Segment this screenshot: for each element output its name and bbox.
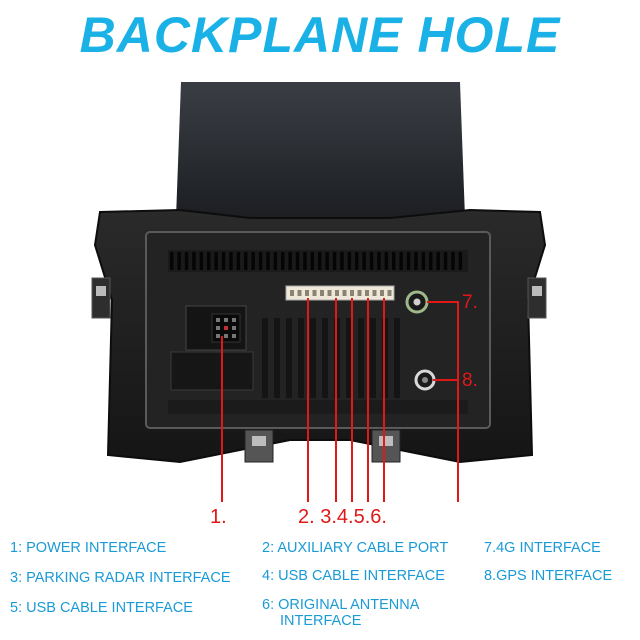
heat-sink-fin	[369, 252, 374, 270]
callout-number-1: 1.	[210, 506, 227, 528]
heat-sink-fin	[177, 252, 181, 270]
heat-sink-fin	[458, 252, 463, 270]
power-pin	[224, 326, 228, 330]
power-pin	[224, 334, 228, 338]
heat-sink-fin	[251, 252, 255, 270]
power-pin	[232, 326, 236, 330]
legend-item-8: 8.GPS INTERFACE	[484, 568, 613, 584]
callout-number-group: 2. 3.4.5.6.	[298, 506, 387, 528]
heat-sink-fin	[199, 252, 204, 270]
heat-sink-fin	[377, 252, 381, 270]
strip-pin	[335, 290, 339, 296]
plate-lower-bar	[168, 400, 468, 414]
callout-number-7: 7.	[462, 292, 478, 313]
plate-rib	[310, 318, 316, 398]
power-pin	[232, 334, 236, 338]
heat-sink-fin	[414, 252, 418, 270]
heat-sink-fin	[384, 252, 389, 270]
strip-pin	[380, 290, 384, 296]
heat-sink-fin	[184, 252, 189, 270]
heat-sink-fin	[214, 252, 218, 270]
plate-rib	[394, 318, 400, 398]
legend-item-6-line1: 6: ORIGINAL ANTENNA	[262, 597, 420, 613]
strip-pin	[290, 290, 294, 296]
legend-item-3: 3: PARKING RADAR INTERFACE	[10, 570, 231, 586]
heat-sink-fin	[399, 252, 403, 270]
strip-pin	[305, 290, 309, 296]
strip-pin	[320, 290, 324, 296]
legend-item-5: 5: USB CABLE INTERFACE	[10, 600, 193, 616]
right-bracket	[527, 277, 547, 319]
power-pin	[216, 326, 220, 330]
heat-sink-fin	[229, 252, 233, 270]
heat-sink-fin	[332, 252, 337, 270]
callout-number-8: 8.	[462, 370, 478, 391]
heat-sink-fin	[221, 252, 226, 270]
heat-sink-fin	[406, 252, 411, 270]
strip-pin	[297, 290, 302, 296]
heat-sink-fin	[355, 252, 359, 270]
strip-pin	[327, 290, 332, 296]
power-pin	[216, 318, 220, 322]
strip-pin	[342, 290, 347, 296]
plate-rib	[346, 318, 352, 398]
heat-sink-fin	[170, 252, 174, 270]
heat-sink-fin	[340, 252, 344, 270]
plate-rib	[322, 318, 328, 398]
callout-line-7	[427, 301, 459, 502]
heat-sink-fin	[258, 252, 263, 270]
heat-sink-fin	[288, 252, 292, 270]
heat-sink-fin	[295, 252, 300, 270]
strip-pin	[372, 290, 377, 296]
heat-sink-fin	[318, 252, 322, 270]
plate-rib	[274, 318, 280, 398]
strip-pin	[387, 290, 392, 296]
heat-sink-fin	[310, 252, 315, 270]
plate-rib	[286, 318, 292, 398]
strip-pin	[312, 290, 317, 296]
power-pin	[216, 334, 220, 338]
strip-pin	[365, 290, 369, 296]
page-title: BACKPLANE HOLE	[79, 7, 561, 63]
heat-sink-fin	[303, 252, 307, 270]
heat-sink-fin	[192, 252, 196, 270]
heat-sink-fin	[266, 252, 270, 270]
screen-panel	[176, 82, 465, 218]
heat-sink-fin	[362, 252, 366, 270]
heat-sink-fin	[421, 252, 426, 270]
legend-item-6-line2: INTERFACE	[280, 613, 362, 629]
heat-sink-fin	[207, 252, 211, 270]
plate-rib	[370, 318, 376, 398]
power-pin	[224, 318, 228, 322]
heat-sink-fin	[347, 252, 352, 270]
heat-sink-fin	[443, 252, 448, 270]
heat-sink-fin	[436, 252, 440, 270]
plate-rib	[298, 318, 304, 398]
strip-pin	[350, 290, 354, 296]
strip-pin	[357, 290, 362, 296]
heat-sink-fin	[281, 252, 285, 270]
connector-strip	[285, 285, 395, 301]
power-pin	[232, 318, 236, 322]
legend-item-7: 7.4G INTERFACE	[484, 540, 601, 556]
heat-sink-fin	[429, 252, 433, 270]
legend-item-2: 2: AUXILIARY CABLE PORT	[262, 540, 449, 556]
heat-sink-fin	[244, 252, 248, 270]
heat-sink-fin	[273, 252, 278, 270]
plate-rib	[262, 318, 268, 398]
legend-item-1: 1: POWER INTERFACE	[10, 540, 167, 556]
heat-sink-fin	[236, 252, 241, 270]
plate-rib	[358, 318, 364, 398]
heat-sink-fin	[451, 252, 455, 270]
heat-sink-fin	[392, 252, 396, 270]
left-bracket	[91, 277, 111, 319]
legend-item-4: 4: USB CABLE INTERFACE	[262, 568, 445, 584]
heat-sink-fin	[325, 252, 329, 270]
